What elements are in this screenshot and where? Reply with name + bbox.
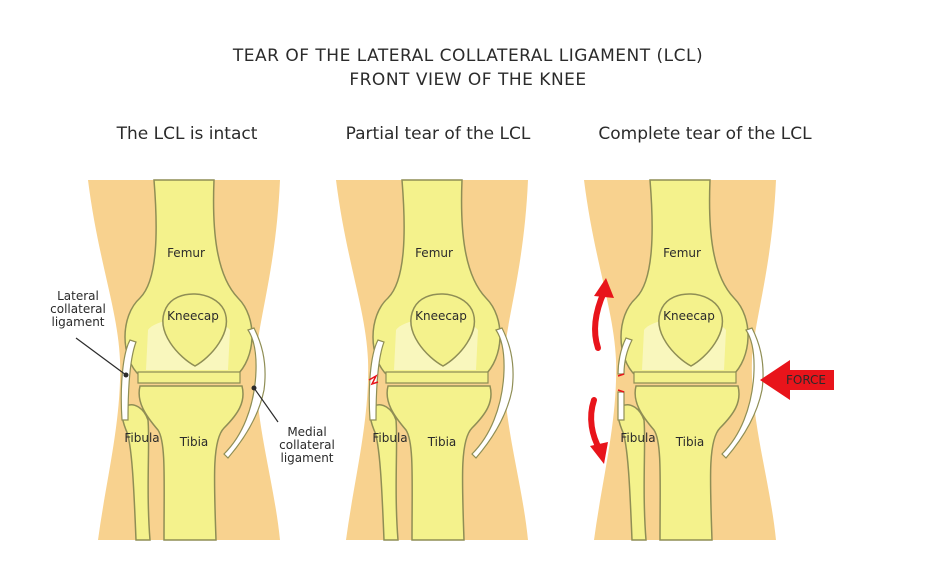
kneecap-bone [658,293,723,367]
force-arrow [760,360,834,400]
medial-ligament-callout: Medial collateral ligament [272,426,342,465]
tibia-bone [634,385,740,541]
femur-label: Femur [663,246,701,260]
joint-cartilage [137,371,241,384]
fibula-bone [121,404,151,541]
joint-cartilage [385,371,489,384]
tibia-bone [386,385,492,541]
knee-illustration-partial-tear: Femur Kneecap Fibula Tibia [336,179,528,541]
kneecap-label: Kneecap [415,309,467,323]
medial-callout-line [253,387,279,423]
kneecap-bone [162,293,227,367]
kneecap-label: Kneecap [167,309,219,323]
partial-tear-mark [368,374,379,386]
fibula-bone [617,404,647,541]
force-label: FORCE [786,373,826,387]
lateral-collateral-ligament [120,339,137,421]
fibula-bone [369,404,399,541]
panel-1-title: The LCL is intact [116,124,258,144]
panel-3-title: Complete tear of the LCL [598,124,812,144]
knee-illustration-complete-tear: FORCE Femur Kneecap Fibula Tibia [584,179,834,541]
tibia-label: Tibia [179,435,209,449]
joint-cartilage [633,371,737,384]
tear-mark-lower [617,389,625,393]
curved-arrow-up [592,289,607,351]
lateral-ligament-callout: Lateral collateral ligament [48,290,108,329]
curved-arrow-down-head [590,442,608,464]
medial-callout-dot [251,385,257,391]
lateral-collateral-ligament-lower-stump [617,391,625,421]
diagram-title: TEAR OF THE LATERAL COLLATERAL LIGAMENT … [232,46,704,66]
fibula-label: Fibula [372,431,407,445]
medial-collateral-ligament [471,327,514,459]
tibia-label: Tibia [675,435,705,449]
curved-arrow-down [588,397,603,453]
lateral-callout-dot [123,372,129,378]
kneecap-label: Kneecap [663,309,715,323]
femur-label: Femur [415,246,453,260]
tibia-label: Tibia [427,435,457,449]
tear-mark-upper [617,373,625,377]
callout-line-text: Lateral [57,289,99,303]
callout-line-text: ligament [280,451,334,465]
fibula-label: Fibula [124,431,159,445]
lateral-collateral-ligament-partial-tear [368,339,385,421]
curved-arrow-up-head [594,278,614,298]
callout-line-text: ligament [51,315,105,329]
knee-illustration-intact: Femur Kneecap Fibula Tibia [75,179,280,541]
femur-label: Femur [167,246,205,260]
callout-line-text: collateral [50,302,106,316]
diagram-subtitle: FRONT VIEW OF THE KNEE [349,70,587,90]
tibia-bone [138,385,244,541]
medial-collateral-ligament [721,327,764,459]
fibula-label: Fibula [620,431,655,445]
kneecap-bone [410,293,475,367]
callout-line-text: collateral [279,438,335,452]
panel-2-title: Partial tear of the LCL [345,124,531,144]
lateral-callout-line [75,337,127,376]
callout-line-text: Medial [287,425,327,439]
